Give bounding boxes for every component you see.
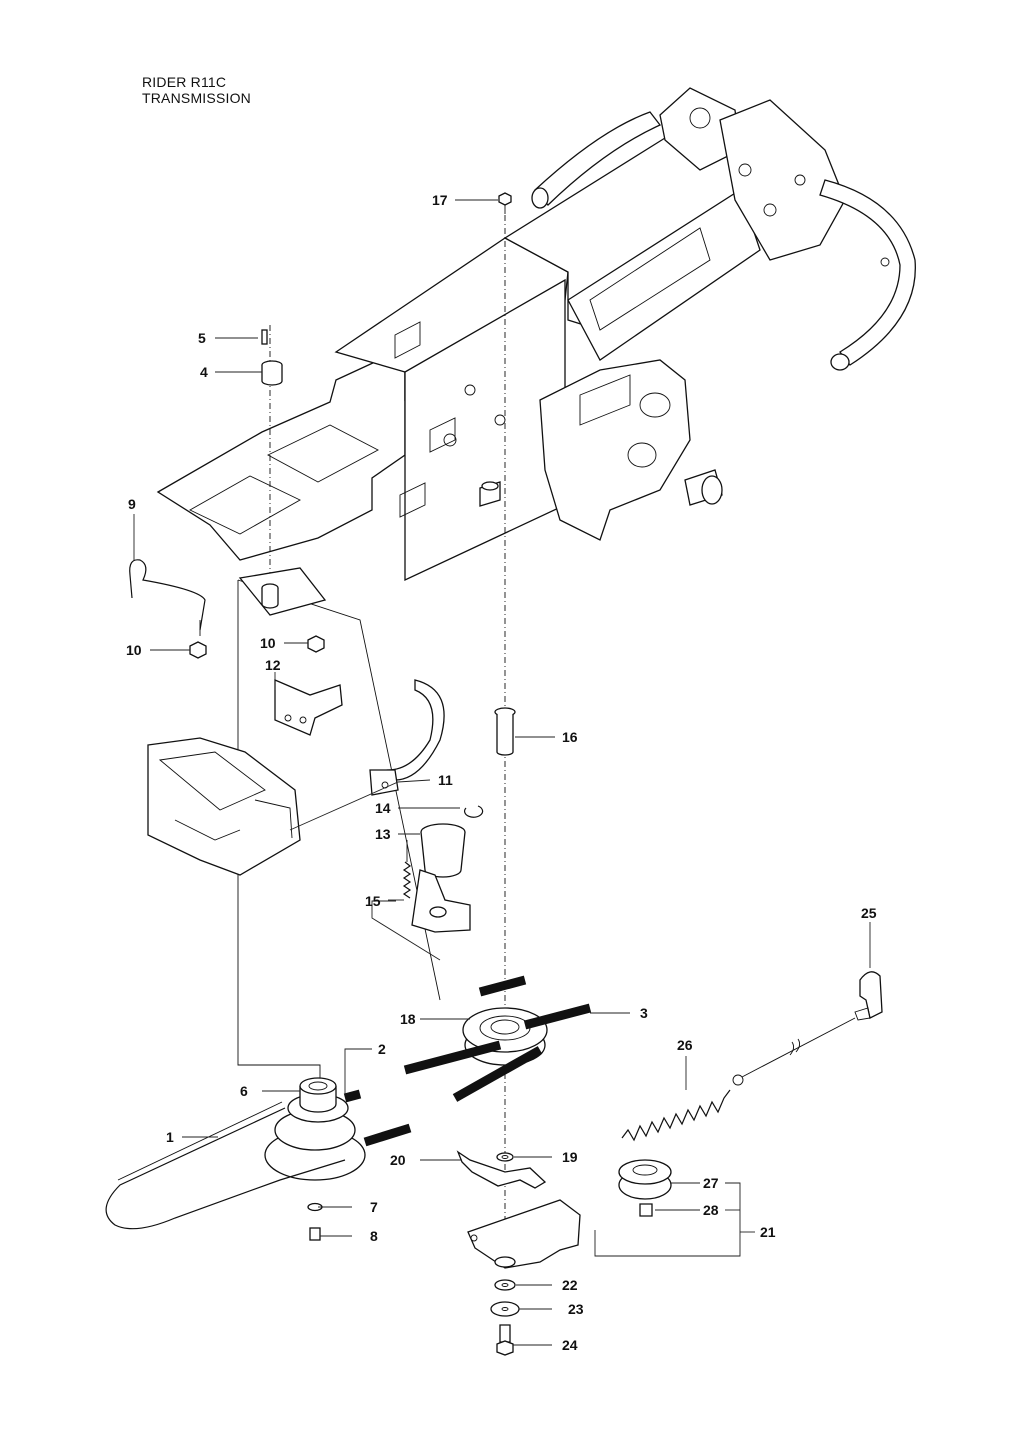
callout-2: 2 (378, 1041, 386, 1057)
belt-part-1 (105, 1101, 346, 1230)
assembly-axes (269, 215, 506, 1250)
callout-25: 25 (861, 905, 877, 921)
nut-part-10 (189, 635, 325, 659)
callout-24: 24 (562, 1337, 578, 1353)
callout-9: 9 (128, 496, 136, 512)
callout-labels: 17 5 4 9 10 10 12 11 16 14 13 15 25 18 3… (126, 192, 877, 1353)
pin-part-16 (494, 707, 516, 756)
bolt-part-17 (498, 192, 512, 214)
plate-part-20 (456, 1150, 547, 1189)
bolt-part-8 (309, 1227, 321, 1241)
callout-8: 8 (370, 1228, 378, 1244)
callout-13: 13 (375, 826, 391, 842)
washer-part-23 (490, 1301, 520, 1317)
callout-21: 21 (760, 1224, 776, 1240)
callout-15: 15 (365, 893, 381, 909)
pin-part-5 (261, 329, 268, 345)
lever-rod-part-9 (129, 559, 206, 636)
model-name: RIDER R11C (142, 74, 227, 90)
callout-12: 12 (265, 657, 281, 673)
callout-16: 16 (562, 729, 578, 745)
callout-10b: 10 (260, 635, 276, 651)
clip-part-14 (463, 805, 484, 818)
transmission-housing (147, 737, 301, 876)
callout-20: 20 (390, 1152, 406, 1168)
nut-part-28 (639, 1203, 653, 1217)
callout-26: 26 (677, 1037, 693, 1053)
strap-bracket-part-11 (369, 679, 445, 796)
callout-7: 7 (370, 1199, 378, 1215)
bracket-part-12 (274, 679, 343, 736)
callout-28: 28 (703, 1202, 719, 1218)
belt-part-2 (343, 1040, 502, 1147)
callout-11: 11 (438, 772, 453, 788)
callout-6: 6 (240, 1083, 248, 1099)
callout-3: 3 (640, 1005, 648, 1021)
bolt-part-24 (496, 1324, 514, 1356)
callout-10a: 10 (126, 642, 142, 658)
pulley-part-27 (618, 1159, 672, 1200)
callout-leaders (133, 199, 871, 1346)
collar-part-13 (420, 823, 466, 878)
page-title: RIDER R11C TRANSMISSION (142, 74, 251, 106)
idler-arm (411, 869, 471, 933)
callout-22: 22 (562, 1277, 578, 1293)
callout-17: 17 (432, 192, 448, 208)
callout-27: 27 (703, 1175, 719, 1191)
callout-23: 23 (568, 1301, 584, 1317)
callout-4: 4 (200, 364, 208, 380)
spring-part-26 (621, 1074, 744, 1142)
section-name: TRANSMISSION (142, 90, 251, 106)
callout-5: 5 (198, 330, 206, 346)
engine-pulley-part-6 (264, 1077, 366, 1181)
control-cable (741, 1017, 856, 1078)
cable-clip-part-25 (854, 971, 883, 1021)
washer-part-22 (494, 1279, 516, 1291)
washer-part-19 (496, 1152, 514, 1162)
callout-14: 14 (375, 800, 391, 816)
callout-18: 18 (400, 1011, 416, 1027)
callout-19: 19 (562, 1149, 578, 1165)
callout-1: 1 (166, 1129, 174, 1145)
chassis-frame (156, 87, 916, 582)
idler-bracket-part-21 (467, 1199, 581, 1269)
belt-part-3 (452, 975, 592, 1102)
bushing-part-4 (261, 360, 283, 386)
pivot-bracket (238, 567, 327, 616)
spring-part-15 (402, 840, 412, 899)
